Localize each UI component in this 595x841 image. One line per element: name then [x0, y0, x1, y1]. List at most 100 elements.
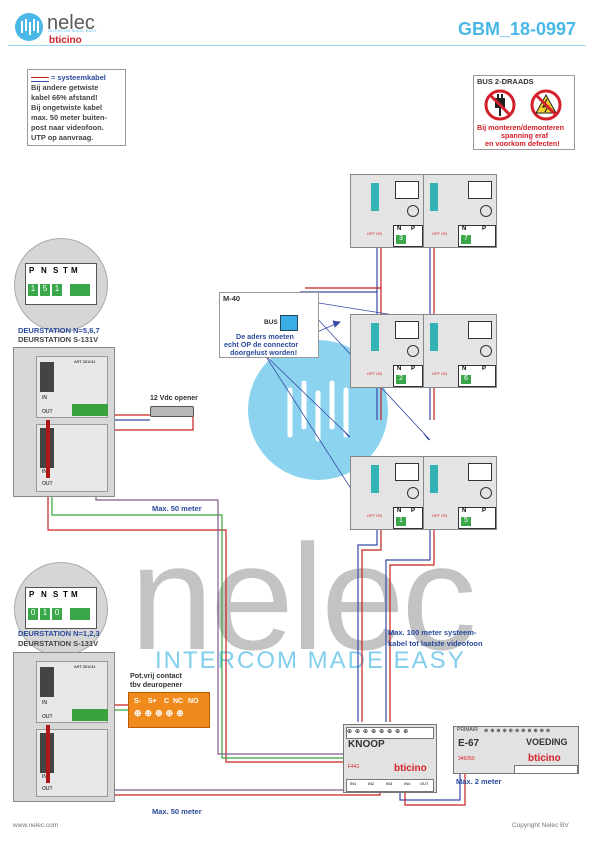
vp-p-label: P: [482, 226, 487, 232]
vp-number: 5: [461, 517, 471, 526]
vp-p-label: P: [411, 226, 416, 232]
bus-terminal: [430, 323, 438, 351]
module-out-label: OUT: [42, 481, 53, 487]
videophone-unit: OFF ON N P 1: [350, 456, 424, 530]
header-divider: [8, 45, 586, 46]
dip-label: T: [63, 590, 68, 599]
dip-switch-zoom-bottom: P N S T M 0 1 0: [14, 562, 108, 656]
info-line: kabel 66% afstand!: [31, 93, 98, 102]
info-line: Bij ongetwiste kabel: [31, 103, 103, 112]
offon-label: OFF ON: [367, 371, 383, 376]
vp-p-label: P: [411, 508, 416, 514]
terminal-label: C: [164, 698, 170, 705]
vp-n-label: N: [397, 226, 402, 232]
bus-terminal: [371, 465, 379, 493]
terminal-label: S-: [134, 698, 141, 705]
knoop-port: IN3: [386, 781, 393, 786]
dip-label: T: [63, 266, 68, 275]
dip-slot: 0: [52, 608, 62, 620]
offon-label: OFF ON: [367, 513, 383, 518]
vp-number: 1: [396, 517, 406, 526]
config-dial-icon: [407, 487, 419, 499]
voeding-part: 346050: [458, 756, 475, 762]
vp-n-label: N: [462, 366, 467, 372]
videophone-unit: OFF ON N P 6: [423, 314, 497, 388]
max50-bottom-label: Max. 50 meter: [152, 807, 202, 816]
door-station-title-top: DEURSTATION N=5,6,7: [18, 326, 100, 335]
module-out-label: OUT: [42, 786, 53, 792]
dip-label: M: [71, 266, 78, 275]
bus-terminal: [371, 323, 379, 351]
module-out-label: OUT: [42, 714, 53, 720]
brand-name: nelec: [47, 12, 95, 34]
vp-p-label: P: [411, 366, 416, 372]
m40-bus-label: BUS: [264, 319, 278, 326]
vp-number: 3: [396, 235, 406, 244]
videophone-unit: OFF ON N P 3: [350, 174, 424, 248]
knoop-title: KNOOP: [348, 739, 385, 750]
config-dial-icon: [407, 345, 419, 357]
dip-label: N: [41, 590, 47, 599]
no-voltage-icon: [530, 89, 562, 121]
vp-number: 2: [396, 375, 406, 384]
bus-terminal: [430, 183, 438, 211]
dip-switch-zoom-top: P N S T M 1 5 1: [14, 238, 108, 332]
dip-label: P: [29, 266, 35, 275]
config-dial-icon: [480, 345, 492, 357]
terminal-label: S+: [148, 698, 157, 705]
vp-n-label: N: [397, 366, 402, 372]
module-in-label: IN: [42, 774, 47, 780]
bus-connector: [280, 315, 298, 331]
brand-tagline: INTERCOM MADE EASY: [48, 29, 98, 33]
m40-box: M-40 BUS De aders moeten echt OP de conn…: [219, 292, 319, 358]
knoop-part: F441: [348, 764, 360, 770]
knoop-brand: bticino: [394, 763, 427, 774]
voeding-module: PRIMAIR ⊕⊕⊕⊕⊕⊕⊕⊕⊕⊕⊕ E-67 VOEDING 346050 …: [453, 726, 579, 774]
max100-line2: kabel tot laatste videofoon: [388, 639, 483, 648]
info-line: UTP op aanvraag.: [31, 133, 94, 142]
voeding-title: VOEDING: [526, 737, 568, 747]
watermark-bars-icon: [287, 380, 349, 442]
module-in-label: IN: [42, 700, 47, 706]
brand-logo-icon: [15, 13, 43, 41]
legend-label: = systeemkabel: [51, 73, 106, 82]
config-dial-icon: [480, 205, 492, 217]
dip-slot: 1: [28, 284, 38, 296]
config-dial-icon: [480, 487, 492, 499]
vp-p-label: P: [482, 508, 487, 514]
m40-title: M-40: [223, 294, 241, 303]
info-line: post naar videofoon.: [31, 123, 104, 132]
m40-note: doorgelust worden!: [230, 348, 298, 357]
watermark-word: nelec: [130, 513, 477, 681]
m40-note: echt OP de connector: [224, 340, 299, 349]
module-in-label: IN: [42, 469, 47, 475]
videophone-unit: OFF ON N P 2: [350, 314, 424, 388]
knoop-module: ⊕⊕⊕⊕⊕⊕⊕⊕ KNOOP F441 bticino IN1 IN2 IN3 …: [343, 724, 437, 793]
dip-label: M: [71, 590, 78, 599]
voeding-primair: PRIMAIR: [457, 727, 478, 733]
knoop-port: IN4: [404, 781, 411, 786]
vp-n-label: N: [462, 508, 467, 514]
system-cable-swatch: [31, 77, 49, 82]
no-plug-icon: [484, 89, 516, 121]
monitor-screen: [395, 321, 419, 339]
module-part-label: ART.351011: [74, 359, 96, 364]
warning-line: spanning eraf: [501, 131, 549, 140]
dip-slot: 0: [28, 608, 38, 620]
pot-contact-line1: Pot.vrij contact: [130, 671, 182, 680]
knoop-port: IN1: [350, 781, 357, 786]
bus-terminal: [371, 183, 379, 211]
vp-p-label: P: [482, 366, 487, 372]
vp-n-label: N: [397, 508, 402, 514]
warning-title: BUS 2-DRAADS: [477, 77, 534, 86]
footer-website[interactable]: www.nelec.com: [13, 822, 59, 829]
bus-terminal: [430, 465, 438, 493]
dip-label: S: [53, 266, 59, 275]
monitor-screen: [468, 321, 492, 339]
terminal-block: [72, 404, 108, 416]
max50-top-label: Max. 50 meter: [152, 504, 202, 513]
module-in-label: IN: [42, 395, 47, 401]
offon-label: OFF ON: [432, 231, 448, 236]
warning-line: en voorkom defecten!: [485, 139, 560, 148]
pot-contact-line2: tbv deuropener: [130, 680, 183, 689]
